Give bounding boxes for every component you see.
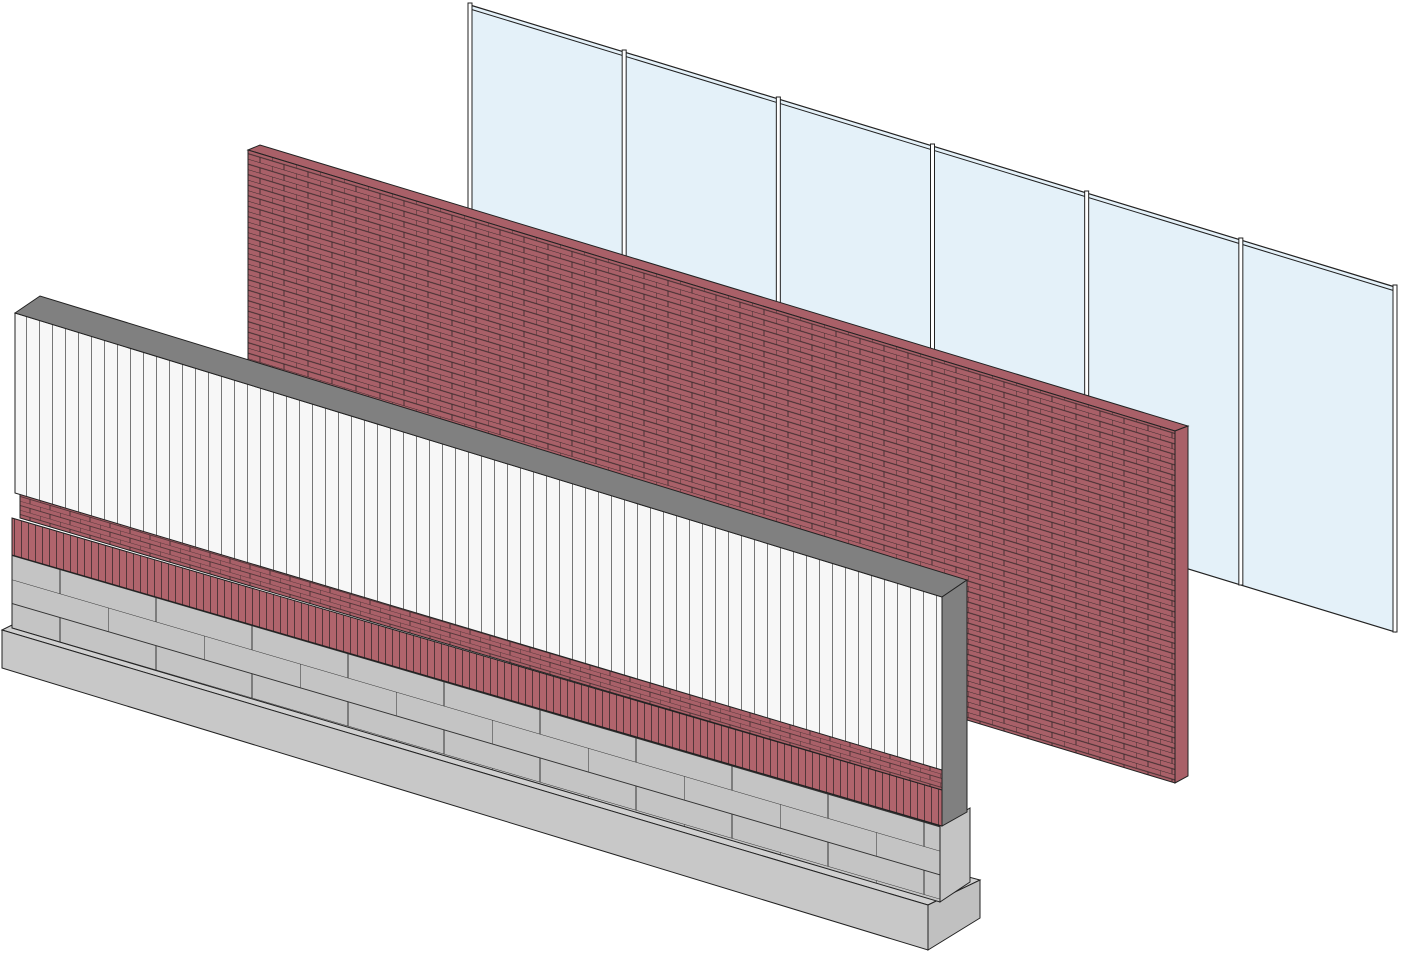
wall-cap-side [941, 579, 968, 827]
brick-wall-side [1174, 425, 1189, 784]
composite-wall [0, 295, 982, 951]
mullion [1238, 237, 1244, 586]
footing-side [927, 879, 981, 951]
mullion [1392, 284, 1398, 633]
